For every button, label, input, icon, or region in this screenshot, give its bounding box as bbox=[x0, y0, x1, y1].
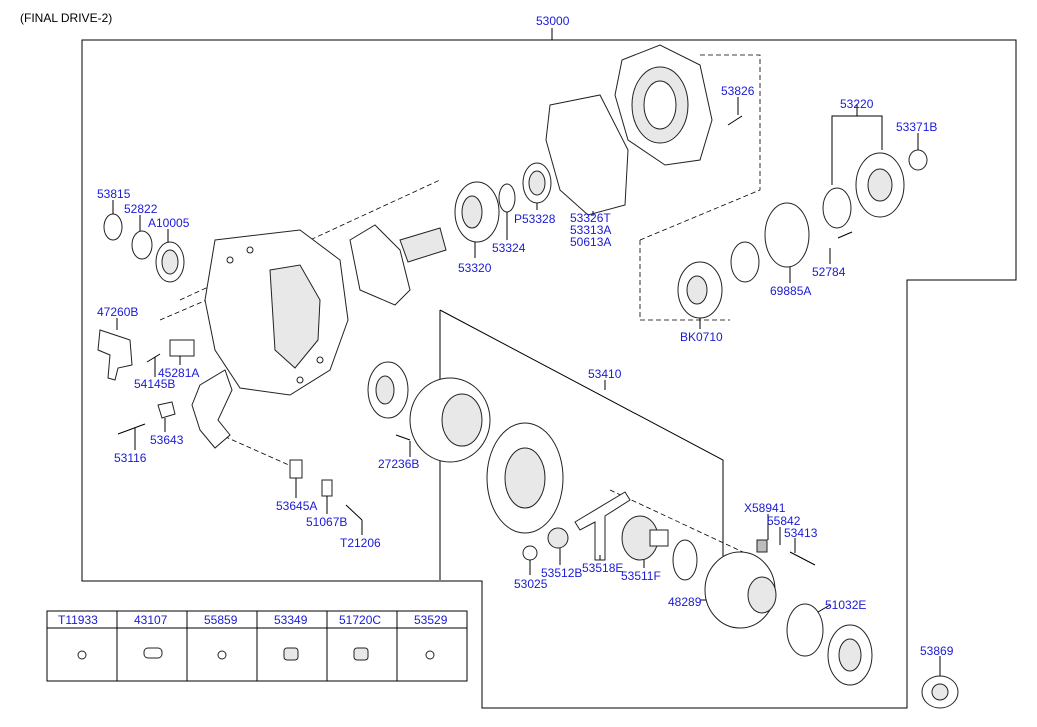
label-53320[interactable]: 53320 bbox=[458, 261, 492, 275]
label-69885a[interactable]: 69885A bbox=[770, 284, 811, 298]
label-53324[interactable]: 53324 bbox=[492, 241, 526, 255]
ring-gear-part bbox=[486, 422, 564, 534]
bolt-53826-part bbox=[727, 115, 743, 126]
retainer-69885a-part bbox=[764, 202, 810, 268]
ring-53324-part bbox=[498, 183, 516, 213]
label-t21206[interactable]: T21206 bbox=[340, 536, 381, 550]
plate-51067b-part bbox=[321, 479, 333, 497]
label-p53328[interactable]: P53328 bbox=[514, 212, 556, 226]
label-51067b[interactable]: 51067B bbox=[306, 515, 347, 529]
bearing-a10005-part bbox=[155, 241, 185, 283]
table-header-55859[interactable]: 55859 bbox=[204, 613, 238, 627]
label-53371b[interactable]: 53371B bbox=[896, 120, 937, 134]
label-53413[interactable]: 53413 bbox=[784, 526, 818, 540]
ring-52822-part bbox=[131, 230, 153, 260]
table-header-51720c[interactable]: 51720C bbox=[339, 613, 381, 627]
small-parts-table: T11933 43107 55859 53349 51720C 53529 bbox=[46, 610, 468, 682]
label-bk0710[interactable]: BK0710 bbox=[680, 330, 723, 344]
table-header-43107[interactable]: 43107 bbox=[134, 613, 168, 627]
diff-case-right-part bbox=[704, 551, 777, 629]
lock-53643-part bbox=[157, 401, 176, 419]
bolt-52784-part bbox=[837, 231, 853, 239]
part-53349-icon bbox=[283, 647, 299, 661]
label-53512b[interactable]: 53512B bbox=[541, 566, 582, 580]
label-52822[interactable]: 52822 bbox=[124, 202, 158, 216]
label-53815[interactable]: 53815 bbox=[97, 187, 131, 201]
label-53511f[interactable]: 53511F bbox=[621, 569, 661, 583]
seal-bk-part bbox=[730, 241, 760, 283]
bolt-53413-part bbox=[789, 551, 816, 566]
diagram-title: (FINAL DRIVE-2) bbox=[20, 11, 112, 25]
label-53116[interactable]: 53116 bbox=[114, 451, 147, 465]
bearing-53869-part bbox=[921, 675, 959, 709]
assembly-outline bbox=[81, 39, 1017, 709]
label-53410[interactable]: 53410 bbox=[588, 367, 622, 381]
bearing-cap-part bbox=[191, 369, 233, 449]
bolt-27236b-part bbox=[395, 434, 411, 441]
seal-53815-part bbox=[103, 213, 123, 241]
seal-ring-part bbox=[822, 187, 852, 229]
label-a10005[interactable]: A10005 bbox=[148, 216, 190, 230]
washer-48289-part bbox=[672, 539, 698, 581]
label-53869[interactable]: 53869 bbox=[920, 644, 954, 658]
table-header-53529[interactable]: 53529 bbox=[414, 613, 448, 627]
label-53000[interactable]: 53000 bbox=[536, 14, 570, 28]
label-53025[interactable]: 53025 bbox=[514, 577, 548, 591]
block-x58941-part bbox=[756, 539, 768, 553]
washer-53025-part bbox=[522, 545, 538, 561]
label-53326t[interactable]: 53326T bbox=[570, 211, 611, 225]
bearing-cup-p53328-part bbox=[522, 162, 552, 204]
bolt-t21206-part bbox=[345, 504, 363, 521]
plate-53645a-part bbox=[289, 459, 303, 479]
label-47260b[interactable]: 47260B bbox=[97, 305, 138, 319]
label-48289[interactable]: 48289 bbox=[668, 595, 702, 609]
spider-shaft-53518e-part bbox=[574, 491, 631, 561]
part-t11933-icon bbox=[77, 650, 87, 660]
part-43107-icon bbox=[143, 647, 163, 659]
part-55859-icon bbox=[217, 650, 227, 660]
leader-lines bbox=[112, 28, 941, 676]
guide-line bbox=[639, 54, 761, 241]
bolt-53116-part bbox=[117, 423, 146, 435]
label-53313a[interactable]: 53313A bbox=[570, 223, 611, 237]
label-53826[interactable]: 53826 bbox=[721, 84, 755, 98]
subassembly-53410-outline bbox=[439, 309, 724, 560]
bracket-47260b-part bbox=[97, 329, 133, 381]
retainer-housing-part bbox=[614, 44, 713, 166]
label-x58941[interactable]: X58941 bbox=[744, 501, 786, 515]
bolt-54145b-part bbox=[146, 353, 161, 363]
nut-53371b-part bbox=[908, 149, 928, 171]
plate-45281a-part bbox=[169, 339, 195, 357]
part-53529-icon bbox=[425, 650, 435, 660]
side-bearing-part bbox=[367, 361, 409, 419]
carrier-housing-part bbox=[204, 229, 349, 396]
label-55842[interactable]: 55842 bbox=[767, 514, 801, 528]
bearing-53320-part bbox=[454, 181, 500, 243]
differential-case-part bbox=[409, 377, 491, 463]
gasket-53326t-part bbox=[545, 94, 629, 216]
label-53220[interactable]: 53220 bbox=[840, 97, 874, 111]
label-51032e[interactable]: 51032E bbox=[825, 598, 866, 612]
label-53518e[interactable]: 53518E bbox=[582, 561, 623, 575]
label-53643[interactable]: 53643 bbox=[150, 433, 184, 447]
table-header-t11933[interactable]: T11933 bbox=[58, 613, 98, 627]
label-54145b[interactable]: 54145B bbox=[134, 377, 175, 391]
label-50613a[interactable]: 50613A bbox=[570, 235, 611, 249]
table-header-53349[interactable]: 53349 bbox=[274, 613, 308, 627]
label-27236b[interactable]: 27236B bbox=[378, 457, 419, 471]
side-gear-53511f-part bbox=[621, 515, 669, 561]
part-51720c-icon bbox=[353, 647, 369, 661]
bearing-bk0710-part bbox=[677, 261, 723, 319]
label-53645a[interactable]: 53645A bbox=[276, 499, 317, 513]
label-52784[interactable]: 52784 bbox=[812, 265, 846, 279]
bearing-51032e-part bbox=[786, 603, 873, 686]
companion-flange-53220-part bbox=[855, 152, 905, 218]
label-45281a[interactable]: 45281A bbox=[158, 366, 199, 380]
pinion-53512b-part bbox=[547, 527, 569, 549]
drive-pinion-gear-part bbox=[349, 224, 447, 306]
